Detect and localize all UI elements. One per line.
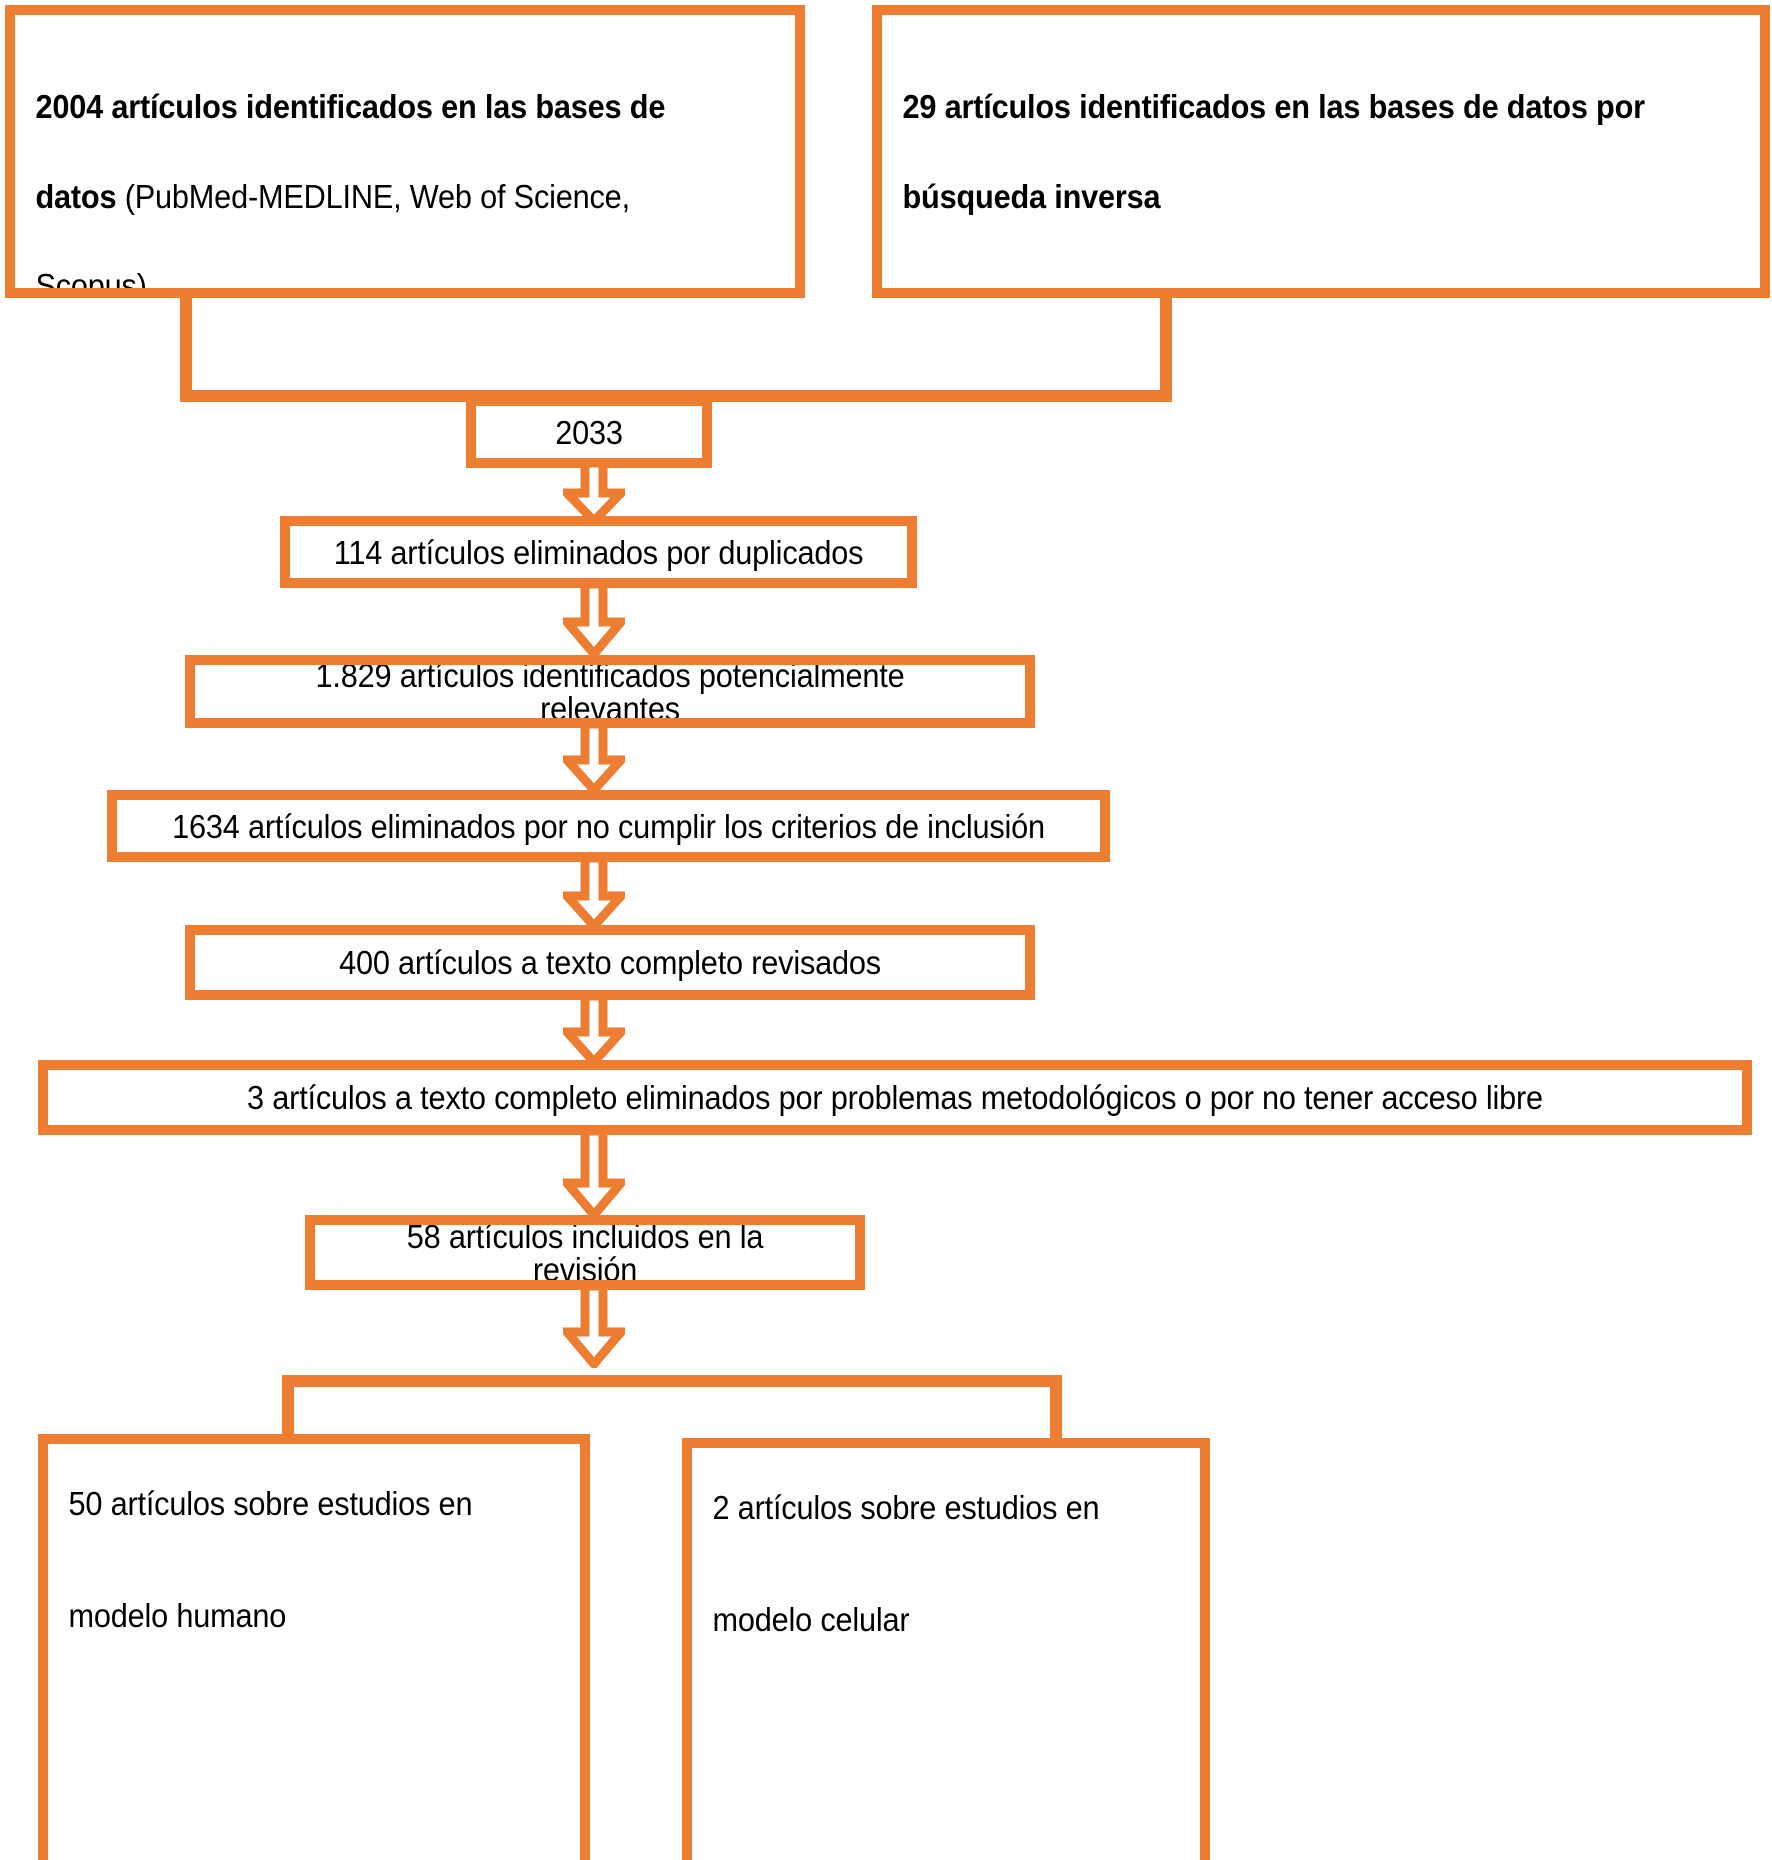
node-fulltext-excluded-label: 3 artículos a texto completo eliminados … <box>247 1079 1543 1116</box>
node-human-model-studies: 50 artículos sobre estudios en modelo hu… <box>38 1434 590 1860</box>
node-total-records: 2033 <box>466 396 712 468</box>
node-fulltext-reviewed-label: 400 artículos a texto completo revisados <box>339 944 881 981</box>
node-identified-databases-label: 2004 artículos identificados en las base… <box>15 15 740 298</box>
arrow-fulltext-excluded-to-included <box>563 1131 625 1219</box>
node-excluded-criteria-label: 1634 artículos eliminados por no cumplir… <box>172 807 1045 845</box>
node-identified-reverse-search: 29 artículos identificados en las bases … <box>872 5 1770 298</box>
node-included-in-review-label: 58 artículos incluidos en la revisión <box>406 1217 764 1288</box>
node-excluded-criteria: 1634 artículos eliminados por no cumplir… <box>107 790 1110 862</box>
node-identified-reverse-search-label: 29 artículos identificados en las bases … <box>902 87 1645 215</box>
arrow-excluded-to-fulltext <box>563 858 625 930</box>
node-total-records-label: 2033 <box>555 413 623 451</box>
node-duplicates-removed: 114 artículos eliminados por duplicados <box>280 516 917 588</box>
node-cell-model-studies: 2 artículos sobre estudios en modelo cel… <box>682 1438 1210 1860</box>
node-duplicates-removed-label: 114 artículos eliminados por duplicados <box>333 533 864 571</box>
node-included-in-review: 58 artículos incluidos en la revisión <box>305 1215 865 1290</box>
node-identified-databases-bold: 2004 artículos identificados en las base… <box>35 87 666 215</box>
arrow-relevant-to-excluded <box>563 724 625 794</box>
connector-split-left-drop <box>282 1375 294 1437</box>
arrow-included-to-split <box>563 1286 625 1368</box>
node-fulltext-reviewed: 400 artículos a texto completo revisados <box>185 925 1035 1000</box>
connector-left-drop <box>180 298 192 402</box>
connector-split-right-drop <box>1050 1375 1062 1443</box>
node-potentially-relevant: 1.829 artículos identificados potencialm… <box>185 655 1035 728</box>
node-human-model-studies-label: 50 artículos sobre estudios en modelo hu… <box>68 1485 473 1635</box>
arrow-total-to-duplicates <box>563 463 625 525</box>
node-identified-databases: 2004 artículos identificados en las base… <box>5 5 805 298</box>
connector-right-drop <box>1160 298 1172 402</box>
node-fulltext-excluded: 3 artículos a texto completo eliminados … <box>38 1060 1752 1135</box>
arrow-fulltext-to-fulltext-excluded <box>563 996 625 1066</box>
connector-split-horizontal <box>282 1375 1062 1387</box>
node-identified-databases-rest: (PubMed-MEDLINE, Web of Science, Scopus) <box>35 177 630 298</box>
node-cell-model-studies-label: 2 artículos sobre estudios en modelo cel… <box>712 1489 1100 1639</box>
node-potentially-relevant-label: 1.829 artículos identificados potencialm… <box>315 656 905 727</box>
arrow-duplicates-to-relevant <box>563 584 625 658</box>
